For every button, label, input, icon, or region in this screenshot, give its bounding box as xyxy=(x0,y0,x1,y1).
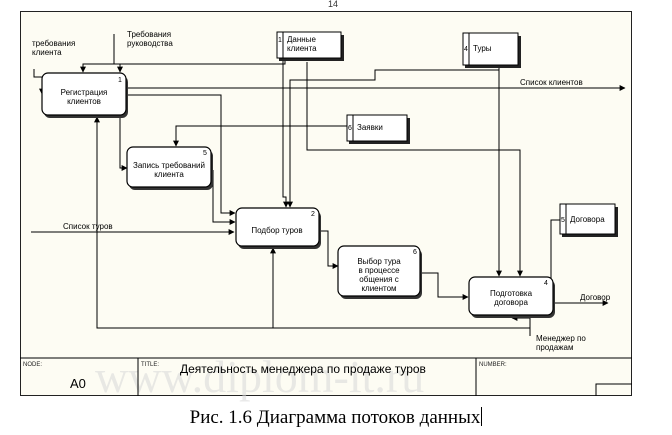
store-tours: 4 Туры xyxy=(462,32,521,68)
process-number: 5 xyxy=(203,150,207,157)
diagram-title: Деятельность менеджера по продаже туров xyxy=(180,362,426,376)
flow-label-management-requirements: руководства xyxy=(127,39,173,48)
flow-label-client-requirements: клиента xyxy=(32,48,62,57)
store-orders: 6 Заявки xyxy=(346,114,410,144)
flow-client-data-to-selection xyxy=(282,57,289,208)
store-number: 4 xyxy=(464,46,468,53)
process-registration: 1 Регистрация клиентов xyxy=(41,72,128,118)
flow-feedback-loop xyxy=(94,116,531,329)
store-number: 5 xyxy=(561,217,565,224)
flow-requirements-to-selection xyxy=(212,170,236,225)
flow-client-data-to-contract xyxy=(306,62,523,277)
process-label: клиента xyxy=(154,170,184,179)
flow-label-contract: Договор xyxy=(580,293,611,302)
title-label: TITLE: xyxy=(141,362,159,368)
flow-management-requirements xyxy=(113,34,123,73)
store-label: Заявки xyxy=(357,123,383,132)
node-value: A0 xyxy=(70,376,86,391)
node-label: NODE: xyxy=(23,362,42,368)
store-number: 6 xyxy=(348,125,352,132)
title-block: NODE: A0 TITLE: Деятельность менеджера п… xyxy=(20,357,632,396)
flow-label-client-requirements: требования xyxy=(32,39,75,48)
process-label: Выбор тура xyxy=(357,257,401,266)
flow-contracts-store xyxy=(550,219,561,280)
process-record-requirements: 5 Запись требований клиента xyxy=(126,146,213,190)
flow-registration-to-selection xyxy=(128,94,236,216)
text-cursor xyxy=(481,407,483,426)
process-tour-selection: 2 Подбор туров xyxy=(235,207,321,249)
process-label: Подготовка xyxy=(490,289,533,298)
flow-client-data-to-registration xyxy=(80,45,286,73)
figure-caption: Рис. 1.6 Диаграмма потоков данных xyxy=(0,407,672,429)
process-label: Регистрация xyxy=(61,88,108,97)
process-number: 2 xyxy=(311,211,315,218)
store-label: Договора xyxy=(570,215,605,224)
flow-label-manager: Менеджер по xyxy=(536,334,586,343)
flow-choice-to-contract xyxy=(419,272,469,300)
store-label: Данные xyxy=(287,35,316,44)
process-number: 4 xyxy=(544,280,548,287)
process-label: клиентом xyxy=(361,284,396,293)
store-contracts: 5 Договора xyxy=(559,203,618,237)
process-label: Подбор туров xyxy=(251,226,302,235)
process-label: общения с xyxy=(359,275,398,284)
process-label: Запись требований xyxy=(133,161,205,170)
flow-client-requirements xyxy=(33,69,45,95)
store-label: Туры xyxy=(473,44,492,53)
process-label: договора xyxy=(494,298,528,307)
flow-label-manager: продажам xyxy=(536,343,573,352)
flow-label-management-requirements: Требования xyxy=(127,30,171,39)
store-client-data: 1 Данные клиента xyxy=(276,31,344,61)
store-label: клиента xyxy=(287,44,317,53)
process-tour-choice: 6 Выбор тура в процессе общения с клиент… xyxy=(337,245,422,299)
flow-selection-to-choice xyxy=(320,230,339,269)
page-number: 14 xyxy=(328,0,339,8)
flow-manager-in xyxy=(511,315,531,336)
watermark-text: www.diplom-it.ru xyxy=(95,351,424,402)
flow-registration-to-requirements xyxy=(97,116,128,171)
process-label: клиентов xyxy=(67,97,101,106)
process-number: 6 xyxy=(413,249,417,256)
flow-orders-to-requirements xyxy=(173,125,348,147)
flow-label-tour-list: Список туров xyxy=(63,222,113,231)
number-label: NUMBER: xyxy=(479,362,507,368)
caption-text: Рис. 1.6 Диаграмма потоков данных xyxy=(189,407,481,428)
flow-label-client-list: Список клиентов xyxy=(520,78,583,87)
process-number: 1 xyxy=(118,77,122,84)
process-contract-preparation: 4 Подготовка договора xyxy=(468,276,555,318)
store-number: 1 xyxy=(278,37,282,44)
process-label: в процессе xyxy=(358,266,400,275)
